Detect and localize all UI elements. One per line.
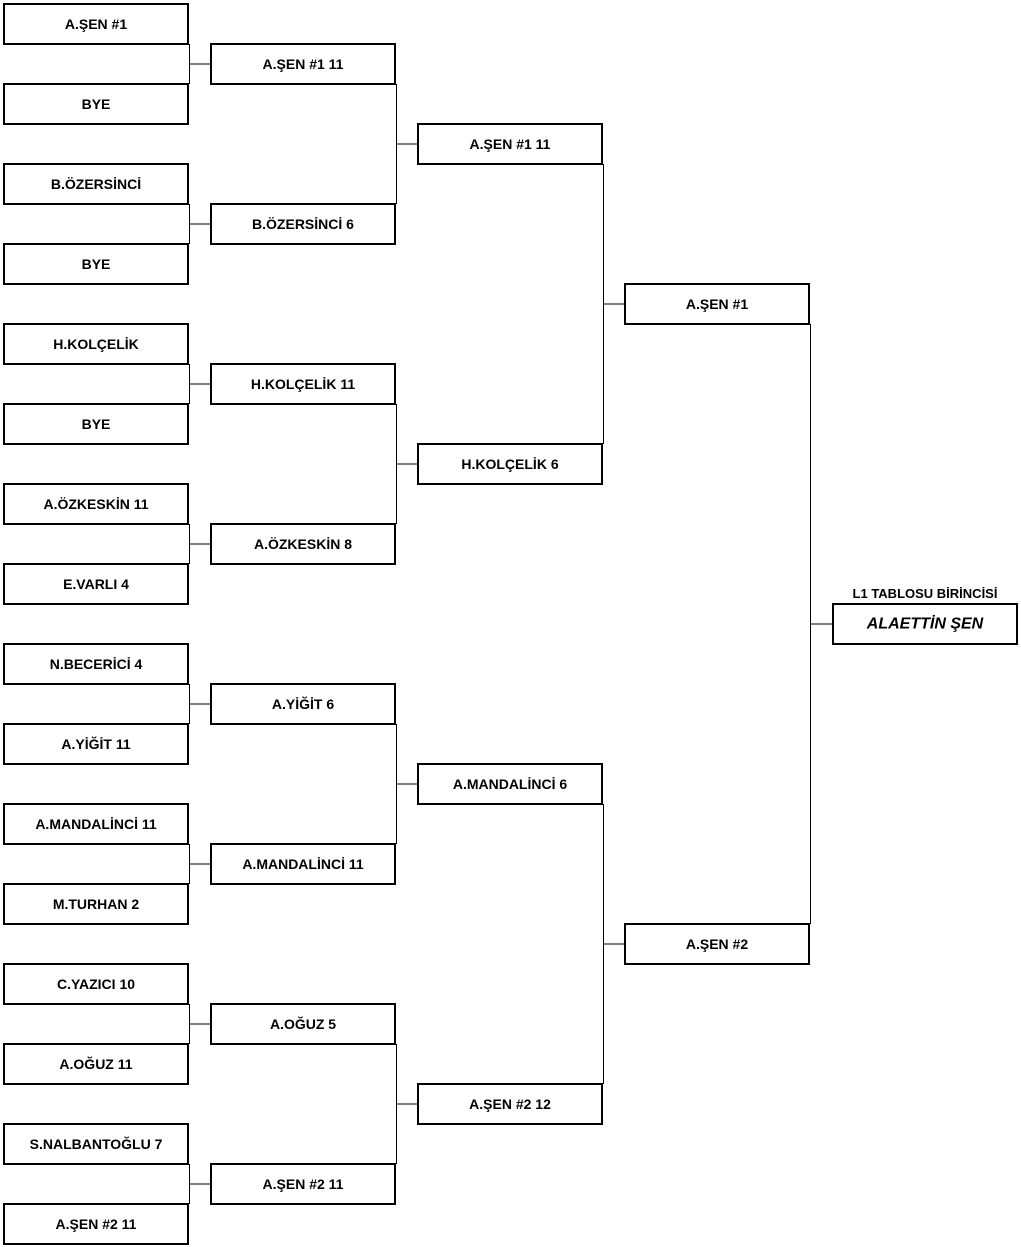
slot-box xyxy=(210,1163,396,1205)
slot-box xyxy=(417,763,603,805)
slot-box xyxy=(3,723,189,765)
match-slot: A.ŞEN #2 11 xyxy=(210,1163,396,1205)
slot-box xyxy=(3,563,189,605)
slot-label: A.OĞUZ 5 xyxy=(270,1015,336,1032)
match-slot: A.ÖZKESKİN 8 xyxy=(210,523,396,565)
slot-box xyxy=(210,363,396,405)
slot-label: H.KOLÇELİK 6 xyxy=(461,456,558,472)
slot-box xyxy=(624,923,810,965)
slot-label: S.NALBANTOĞLU 7 xyxy=(30,1135,163,1152)
bracket-title: L1 TABLOSU BİRİNCİSİ xyxy=(853,586,998,601)
slot-label: BYE xyxy=(82,416,111,432)
match-slot: A.ŞEN #1 11 xyxy=(210,43,396,85)
match-slot: A.ŞEN #1 xyxy=(3,3,189,45)
slot-label: A.ŞEN #2 xyxy=(686,936,748,952)
slot-box xyxy=(3,483,189,525)
slot-box xyxy=(210,843,396,885)
slot-box xyxy=(624,283,810,325)
slot-box xyxy=(3,803,189,845)
slot-label: BYE xyxy=(82,256,111,272)
match-slot: BYE xyxy=(3,83,189,125)
slot-label: B.ÖZERSİNCİ 6 xyxy=(252,216,354,232)
slot-label: A.ŞEN #2 11 xyxy=(263,1176,344,1192)
slot-box xyxy=(210,203,396,245)
slot-label: M.TURHAN 2 xyxy=(53,896,140,912)
match-slot: A.OĞUZ 11 xyxy=(3,1043,189,1085)
slot-label: N.BECERİCİ 4 xyxy=(50,656,143,672)
match-slot: A.MANDALİNCİ 11 xyxy=(3,803,189,845)
match-slot: A.YİĞİT 11 xyxy=(3,723,189,765)
slot-box xyxy=(3,3,189,45)
slot-box xyxy=(210,523,396,565)
bracket-connectors xyxy=(189,44,833,1204)
slot-label: H.KOLÇELİK 11 xyxy=(251,376,355,392)
slot-label: C.YAZICI 10 xyxy=(57,976,135,992)
slot-label: A.MANDALİNCİ 11 xyxy=(35,816,157,832)
champion-name: ALAETTİN ŞEN xyxy=(866,615,984,633)
bracket-slots: A.ŞEN #1 BYE B.ÖZERSİNCİ BYE H.KOLÇELİK BYE A.… xyxy=(3,3,810,1245)
match-slot: A.ŞEN #1 11 xyxy=(417,123,603,165)
slot-box xyxy=(3,883,189,925)
slot-label: A.MANDALİNCİ 6 xyxy=(453,776,568,792)
match-slot: A.ŞEN #2 12 xyxy=(417,1083,603,1125)
slot-box xyxy=(3,323,189,365)
match-slot: H.KOLÇELİK 11 xyxy=(210,363,396,405)
slot-box xyxy=(417,1083,603,1125)
slot-label: A.OĞUZ 11 xyxy=(59,1055,132,1072)
slot-box xyxy=(3,1123,189,1165)
match-slot: BYE xyxy=(3,403,189,445)
slot-box xyxy=(3,1043,189,1085)
slot-label: A.YİĞİT 11 xyxy=(61,735,130,752)
match-slot: A.ŞEN #2 11 xyxy=(3,1203,189,1245)
match-slot: A.MANDALİNCİ 11 xyxy=(210,843,396,885)
slot-box xyxy=(417,123,603,165)
slot-label: A.ÖZKESKİN 11 xyxy=(43,496,148,512)
match-slot: A.ÖZKESKİN 11 xyxy=(3,483,189,525)
match-slot: A.ŞEN #1 xyxy=(624,283,810,325)
slot-label: B.ÖZERSİNCİ xyxy=(51,176,141,192)
slot-box xyxy=(417,443,603,485)
match-slot: BYE xyxy=(3,243,189,285)
match-slot: A.YİĞİT 6 xyxy=(210,683,396,725)
match-slot: A.ŞEN #2 xyxy=(624,923,810,965)
slot-box xyxy=(3,83,189,125)
slot-box xyxy=(210,43,396,85)
slot-label: A.ŞEN #1 11 xyxy=(470,136,551,152)
slot-label: BYE xyxy=(82,96,111,112)
match-slot: A.OĞUZ 5 xyxy=(210,1003,396,1045)
slot-box xyxy=(3,163,189,205)
slot-box xyxy=(3,643,189,685)
match-slot: A.MANDALİNCİ 6 xyxy=(417,763,603,805)
slot-box xyxy=(3,403,189,445)
match-slot: H.KOLÇELİK 6 xyxy=(417,443,603,485)
champion-box: ALAETTİN ŞEN xyxy=(832,603,1018,645)
match-slot: B.ÖZERSİNCİ xyxy=(3,163,189,205)
slot-label: E.VARLI 4 xyxy=(63,576,129,592)
slot-label: A.ŞEN #1 xyxy=(65,16,127,32)
slot-label: A.ŞEN #2 11 xyxy=(56,1216,137,1232)
match-slot: M.TURHAN 2 xyxy=(3,883,189,925)
slot-box xyxy=(3,963,189,1005)
slot-box xyxy=(210,1003,396,1045)
match-slot: S.NALBANTOĞLU 7 xyxy=(3,1123,189,1165)
match-slot: N.BECERİCİ 4 xyxy=(3,643,189,685)
slot-label: A.MANDALİNCİ 11 xyxy=(242,856,364,872)
slot-label: H.KOLÇELİK xyxy=(53,336,139,352)
slot-box xyxy=(3,243,189,285)
slot-label: A.ŞEN #1 11 xyxy=(263,56,344,72)
slot-box xyxy=(3,1203,189,1245)
slot-label: A.ŞEN #2 12 xyxy=(469,1096,551,1112)
match-slot: E.VARLI 4 xyxy=(3,563,189,605)
match-slot: B.ÖZERSİNCİ 6 xyxy=(210,203,396,245)
match-slot: C.YAZICI 10 xyxy=(3,963,189,1005)
match-slot: H.KOLÇELİK xyxy=(3,323,189,365)
slot-label: A.YİĞİT 6 xyxy=(272,695,334,712)
slot-box xyxy=(210,683,396,725)
slot-label: A.ÖZKESKİN 8 xyxy=(254,536,352,552)
slot-label: A.ŞEN #1 xyxy=(686,296,748,312)
